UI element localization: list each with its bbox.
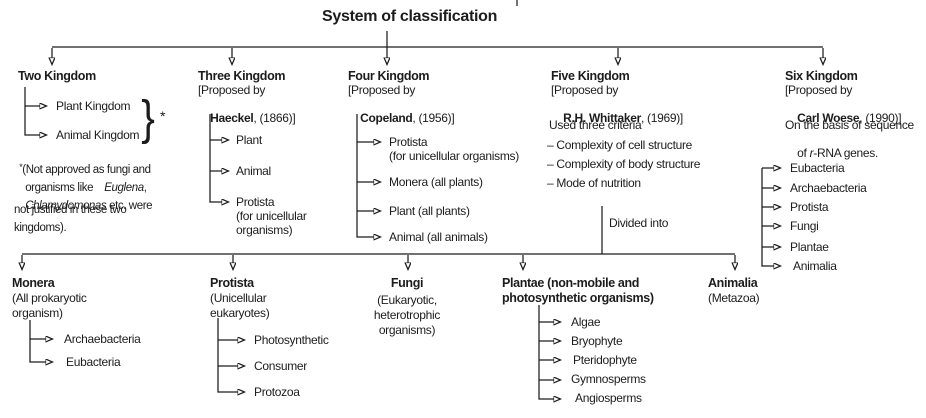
five-kingdom-heading: Five Kingdom <box>551 69 630 83</box>
four-kingdom-proposer: Copeland, (1956)] <box>360 111 455 125</box>
plantae-heading: Plantae (non-mobile and <box>502 276 640 290</box>
two-kingdom-item: Animal Kingdom <box>56 128 140 142</box>
plantae-item: Bryophyte <box>571 334 623 348</box>
monera-branches <box>29 320 46 362</box>
protista-item: Protozoa <box>254 385 300 399</box>
six-kingdom-item: Archaebacteria <box>790 181 867 195</box>
protista-item: Photosynthetic <box>254 333 329 347</box>
four-kingdom-item: Monera (all plants) <box>389 175 483 189</box>
two-kingdom-item: Plant Kingdom <box>56 99 131 113</box>
six-kingdom-item: Fungi <box>790 219 819 233</box>
six-kingdom-basis: On the basis of sequence <box>785 118 914 132</box>
three-kingdom-item: Animal <box>236 164 271 178</box>
five-kingdom-proposer: R.H. Whittaker, (1969)] <box>563 111 683 125</box>
two-kingdom-note-line: Chlamydomonas etc. were <box>25 200 153 212</box>
three-kingdom-proposer: Haeckel, (1866)] <box>210 111 296 125</box>
six-kingdom-proposer: Carl Woese, (1990)] <box>797 111 902 125</box>
three-kingdom-branches <box>209 114 222 202</box>
four-kingdom-item: Protista <box>389 135 428 149</box>
fungi-subtitle: (Eukaryotic, <box>377 293 437 307</box>
chlamydomonas-italic: Chlamydomonas <box>25 200 107 212</box>
five-kingdom-criterion: – Complexity of cell structure <box>547 138 693 152</box>
protista-division-branches <box>217 318 238 392</box>
monera-subtitle: organism) <box>12 306 63 320</box>
monera-heading: Monera <box>12 276 55 290</box>
brace-mark: } <box>141 92 155 145</box>
monera-subtitle: (All prokaryotic <box>12 291 87 305</box>
three-kingdom-item-sub: (for unicellular <box>236 209 307 223</box>
protista-subtitle: (Unicellular <box>210 291 267 305</box>
euglena-italic: Euglena <box>104 182 144 194</box>
four-kingdom-item-sub: (for unicellular organisms) <box>389 149 519 163</box>
four-kingdom-item: Animal (all animals) <box>389 230 488 244</box>
four-kingdom-proposed: [Proposed by <box>348 83 416 97</box>
top-tree-lines <box>52 0 823 58</box>
plantae-item: Gymnosperms <box>571 372 646 386</box>
five-kingdom-proposed: [Proposed by <box>551 83 619 97</box>
six-kingdom-item: Protista <box>790 200 829 214</box>
six-kingdom-item: Animalia <box>793 259 837 273</box>
fungi-subtitle: heterotrophic <box>373 308 441 322</box>
divided-into-label: Divided into <box>609 216 669 230</box>
plantae-item: Pteridophyte <box>573 353 637 367</box>
diagram-title: System of classification <box>322 8 498 25</box>
plantae-item: Algae <box>571 315 601 329</box>
note-asterisk: * <box>19 161 23 172</box>
protista-heading: Protista <box>210 276 254 290</box>
monera-item: Archaebacteria <box>64 332 141 346</box>
five-kingdom-criteria-title: Used three criteria <box>549 118 642 132</box>
two-kingdom-heading: Two Kingdom <box>18 69 96 83</box>
protista-item: Consumer <box>254 359 307 373</box>
four-kingdom-item: Plant (all plants) <box>389 204 470 218</box>
four-kingdom-heading: Four Kingdom <box>348 69 430 83</box>
three-kingdom-item: Protista <box>236 195 275 209</box>
protista-subtitle: eukaryotes) <box>210 306 270 320</box>
two-kingdom-note-line: organisms like Euglena, <box>25 182 147 194</box>
six-kingdom-item: Plantae <box>790 240 829 254</box>
five-kingdom-criterion: – Mode of nutrition <box>547 176 641 190</box>
plantae-division-branches <box>538 305 554 399</box>
three-kingdom-heading: Three Kingdom <box>198 69 286 83</box>
monera-item: Eubacteria <box>66 355 121 369</box>
two-kingdom-branches <box>24 87 40 135</box>
six-kingdom-item: Eubacteria <box>790 161 845 175</box>
two-kingdom-note-line: *(Not approved as fungi and <box>19 161 151 177</box>
six-kingdom-branches <box>761 168 774 266</box>
fungi-subtitle: organisms) <box>378 323 436 337</box>
six-kingdom-proposed: [Proposed by <box>785 83 853 97</box>
rna-italic: r <box>809 146 814 160</box>
three-kingdom-item-sub: organisms) <box>236 223 293 237</box>
asterisk-mark: * <box>160 108 166 124</box>
two-kingdom-note-line: not justified in these two <box>14 204 127 216</box>
plantae-item: Angiosperms <box>575 391 642 405</box>
four-kingdom-branches <box>356 114 374 237</box>
two-kingdom-note-line: kingdoms). <box>14 222 67 234</box>
animalia-subtitle: (Metazoa) <box>708 291 760 305</box>
animalia-heading: Animalia <box>708 276 758 290</box>
five-kingdom-criterion: – Complexity of body structure <box>547 157 701 171</box>
fungi-heading: Fungi <box>390 276 424 290</box>
plantae-heading: photosynthetic organisms) <box>502 291 654 305</box>
three-kingdom-item: Plant <box>236 133 262 147</box>
divisions-tree-lines <box>22 253 735 263</box>
six-kingdom-basis: of r-RNA genes. <box>797 146 879 160</box>
three-kingdom-proposed: [Proposed by <box>198 83 266 97</box>
six-kingdom-heading: Six Kingdom <box>785 69 858 83</box>
